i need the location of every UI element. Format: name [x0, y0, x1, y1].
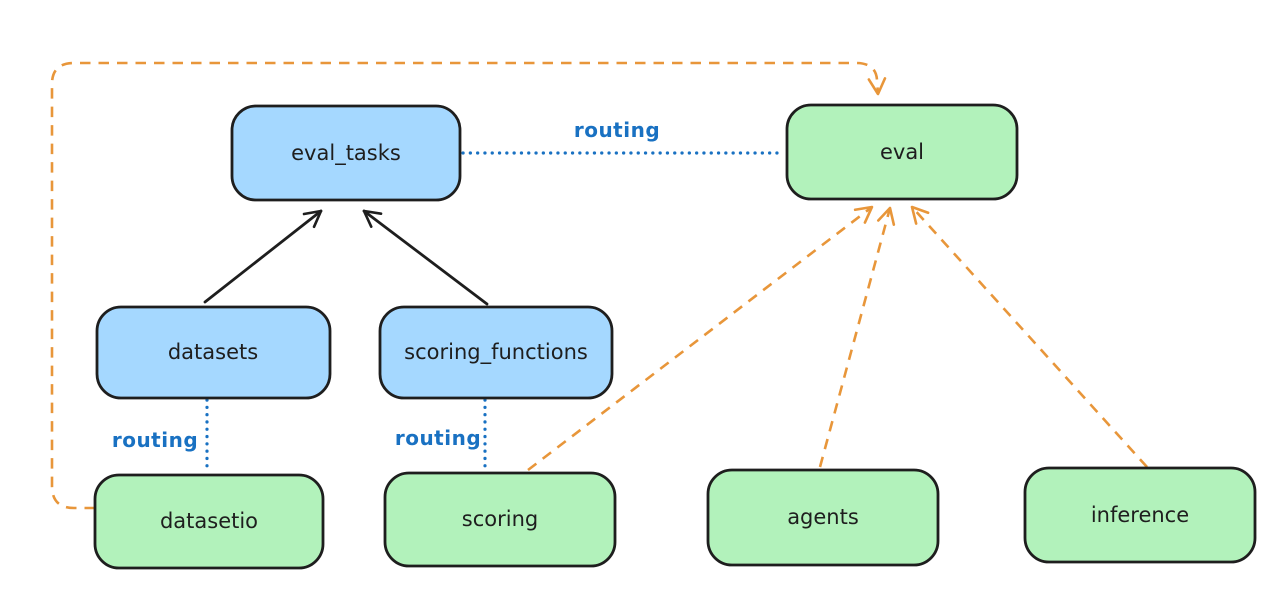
- node-eval-tasks-label: eval_tasks: [291, 141, 401, 166]
- node-datasets-label: datasets: [168, 340, 258, 364]
- edge-scoring-functions-to-eval-tasks: [362, 209, 489, 306]
- node-eval-box: [785, 103, 1019, 201]
- node-datasetio: datasetio: [93, 473, 325, 570]
- routing-label-scoring-functions-scoring: routing: [395, 426, 481, 450]
- edge-inference-to-eval: [910, 205, 1148, 468]
- node-datasets: datasets: [95, 305, 332, 400]
- node-scoring-label: scoring: [462, 507, 538, 531]
- node-datasetio-box: [93, 473, 325, 570]
- node-eval-tasks: eval_tasks: [230, 104, 462, 202]
- node-eval-tasks-box: [230, 104, 462, 202]
- node-datasetio-label: datasetio: [160, 509, 258, 533]
- node-agents: agents: [706, 468, 940, 567]
- node-inference: inference: [1023, 466, 1257, 564]
- edge-agents-to-eval: [818, 206, 896, 468]
- routing-label-eval-tasks-eval: routing: [574, 118, 660, 142]
- edge-datasetio-to-eval: [50, 61, 887, 510]
- node-eval-label: eval: [880, 140, 924, 164]
- node-inference-box: [1023, 466, 1257, 564]
- routing-label-datasets-datasetio: routing: [112, 428, 198, 452]
- node-datasets-box: [95, 305, 332, 400]
- edge-scoring-to-eval: [527, 205, 874, 472]
- node-scoring-functions: scoring_functions: [378, 305, 614, 400]
- node-scoring-functions-box: [378, 305, 614, 400]
- edge-datasets-to-eval-tasks: [203, 209, 323, 304]
- node-scoring-box: [383, 471, 617, 568]
- node-scoring: scoring: [383, 471, 617, 568]
- node-eval: eval: [785, 103, 1019, 201]
- node-scoring-functions-label: scoring_functions: [404, 340, 588, 365]
- node-agents-label: agents: [787, 505, 859, 529]
- node-inference-label: inference: [1091, 503, 1189, 527]
- node-agents-box: [706, 468, 940, 567]
